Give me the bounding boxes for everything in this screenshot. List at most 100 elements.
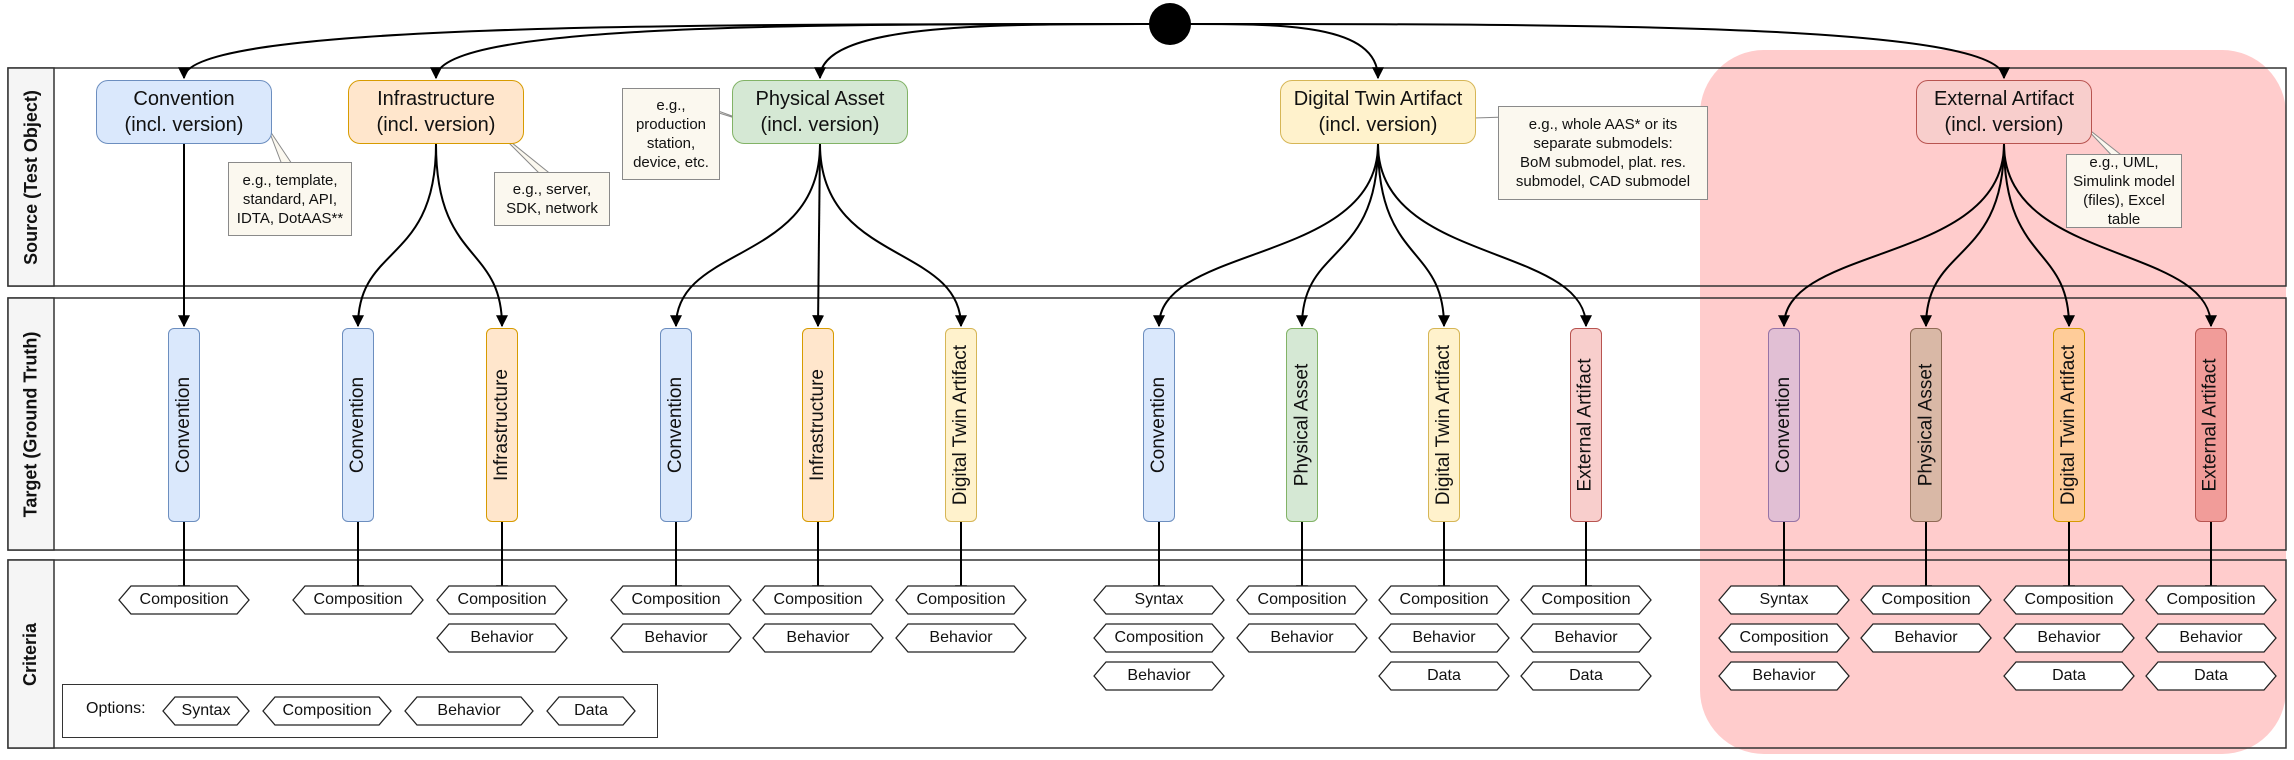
criterion-hexagon: Composition (2003, 585, 2135, 615)
option-label: Data (574, 702, 608, 719)
source-box-2: Physical Asset (incl. version) (732, 80, 908, 144)
target-box-3: Convention (660, 328, 692, 522)
edge-start-to-source-0 (178, 23, 1151, 80)
options-label: Options: (86, 700, 146, 717)
criterion-hexagon: Syntax (1093, 585, 1225, 615)
criterion-hexagon: Syntax (1718, 585, 1850, 615)
target-label: Infrastructure (807, 369, 828, 481)
target-label: External Artifact (2200, 358, 2221, 492)
edge-source-to-target-1 (352, 143, 437, 328)
source-box-0: Convention (incl. version) (96, 80, 272, 144)
target-label: Convention (347, 376, 368, 474)
criterion-label: Behavior (470, 629, 534, 646)
criterion-label: Composition (1739, 629, 1829, 646)
target-box-0: Convention (168, 328, 200, 522)
criterion-label: Behavior (1752, 667, 1816, 684)
criterion-label: Composition (916, 591, 1006, 608)
edge-source-to-target-4 (812, 143, 825, 328)
criterion-hexagon: Behavior (1860, 623, 1992, 653)
criterion-hexagon: Composition (752, 585, 884, 615)
criterion-label: Syntax (1134, 591, 1184, 608)
criterion-label: Composition (1114, 629, 1204, 646)
target-box-1: Convention (342, 328, 374, 522)
criterion-hexagon: Composition (1520, 585, 1652, 615)
criterion-label: Behavior (1412, 629, 1476, 646)
edge-source-to-target-13 (2003, 143, 2217, 328)
source-label: Infrastructure (incl. version) (376, 88, 496, 136)
criterion-hexagon: Composition (895, 585, 1027, 615)
option-label: Behavior (437, 702, 501, 719)
criterion-hexagon: Behavior (2145, 623, 2277, 653)
target-label: Infrastructure (491, 369, 512, 481)
criterion-hexagon: Behavior (2003, 623, 2135, 653)
option-label: Composition (282, 702, 372, 719)
criterion-hexagon: Behavior (752, 623, 884, 653)
edge-source-to-target-12 (2003, 143, 2075, 328)
source-note-0: e.g., template, standard, API, IDTA, Dot… (228, 162, 352, 236)
edge-source-to-target-10 (1778, 143, 2005, 328)
option-label: Syntax (181, 702, 231, 719)
target-box-8: Digital Twin Artifact (1428, 328, 1460, 522)
lane-title-cell-2 (7, 559, 55, 749)
source-note-1: e.g., server, SDK, network (494, 172, 610, 226)
edge-source-to-target-6 (1153, 143, 1379, 328)
lane-title-cell-1 (7, 297, 55, 551)
criterion-hexagon: Behavior (1093, 661, 1225, 691)
criterion-hexagon: Composition (1093, 623, 1225, 653)
criterion-hexagon: Behavior (610, 623, 742, 653)
criterion-hexagon: Behavior (1236, 623, 1368, 653)
criterion-label: Composition (1541, 591, 1631, 608)
criterion-label: Behavior (1554, 629, 1618, 646)
criterion-label: Composition (2166, 591, 2256, 608)
target-label: Physical Asset (1291, 363, 1312, 487)
criterion-hexagon: Data (1378, 661, 1510, 691)
source-label: Physical Asset (incl. version) (755, 88, 885, 136)
criterion-hexagon: Behavior (895, 623, 1027, 653)
lane-title-cell-0 (7, 67, 55, 287)
criterion-hexagon: Behavior (1378, 623, 1510, 653)
edge-source-to-target-5 (819, 143, 967, 328)
criterion-label: Composition (457, 591, 547, 608)
criterion-label: Syntax (1759, 591, 1809, 608)
edge-source-to-target-3 (670, 143, 821, 328)
source-box-1: Infrastructure (incl. version) (348, 80, 524, 144)
source-label: Convention (incl. version) (124, 88, 244, 136)
target-box-5: Digital Twin Artifact (945, 328, 977, 522)
criterion-hexagon: Composition (292, 585, 424, 615)
edge-start-to-source-4 (1189, 23, 2010, 80)
target-label: Digital Twin Artifact (1433, 344, 1454, 506)
criterion-hexagon: Composition (118, 585, 250, 615)
target-label: Convention (173, 376, 194, 474)
edge-start-to-source-1 (430, 23, 1151, 80)
edge-source-to-target-9 (1377, 143, 1592, 328)
source-label: External Artifact (incl. version) (1933, 88, 2075, 136)
criterion-hexagon: Behavior (436, 623, 568, 653)
lane-title-source: Source (Test Object) (20, 89, 41, 265)
edge-source-to-target-11 (1920, 143, 2005, 328)
lane-title-criteria: Criteria (20, 622, 41, 686)
criterion-label: Behavior (2037, 629, 2101, 646)
criterion-hexagon: Behavior (1718, 661, 1850, 691)
target-box-12: Digital Twin Artifact (2053, 328, 2085, 522)
criterion-label: Composition (1399, 591, 1489, 608)
target-box-13: External Artifact (2195, 328, 2227, 522)
start-node (1149, 3, 1191, 45)
source-note-2: e.g., production station, device, etc. (622, 88, 720, 180)
criterion-hexagon: Data (1520, 661, 1652, 691)
source-box-4: External Artifact (incl. version) (1916, 80, 2092, 144)
criterion-label: Behavior (786, 629, 850, 646)
source-note-4: e.g., UML, Simulink model (files), Excel… (2066, 154, 2182, 228)
target-label: External Artifact (1575, 358, 1596, 492)
criterion-label: Behavior (2179, 629, 2243, 646)
option-hexagon-data: Data (546, 696, 636, 726)
source-note-3: e.g., whole AAS* or its separate submode… (1498, 106, 1708, 200)
edge-source-to-target-8 (1377, 143, 1450, 328)
criterion-label: Composition (139, 591, 229, 608)
target-label: Physical Asset (1915, 363, 1936, 487)
edge-source-to-target-2 (435, 143, 508, 328)
criterion-label: Composition (313, 591, 403, 608)
criterion-hexagon: Data (2003, 661, 2135, 691)
target-box-10: Convention (1768, 328, 1800, 522)
criterion-label: Data (1427, 667, 1461, 684)
edge-source-to-target-7 (1296, 143, 1379, 328)
